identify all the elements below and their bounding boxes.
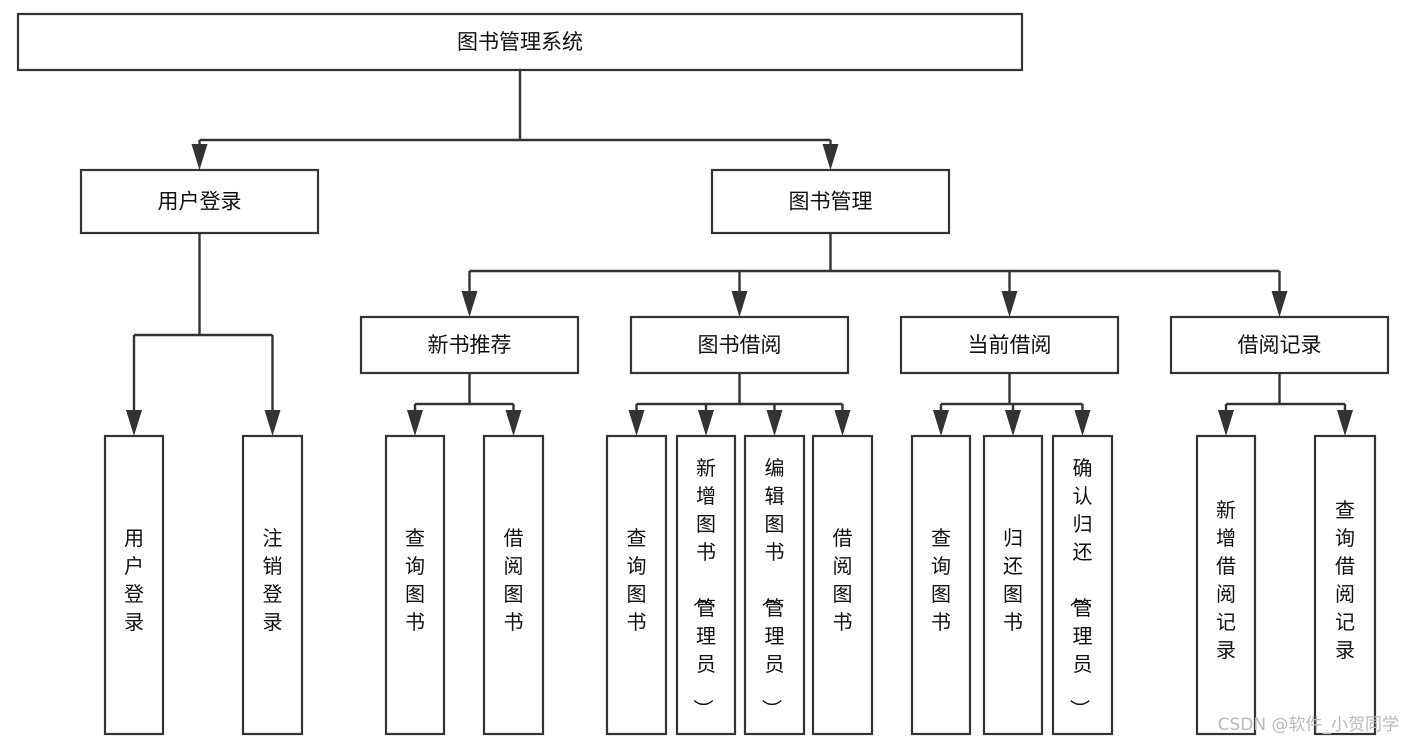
node-root[interactable]: 图书管理系统 <box>16 12 1024 72</box>
node-user-login-do[interactable]: 用户登录 <box>103 434 165 736</box>
node-label-user-login-do: 用户登录 <box>124 526 144 634</box>
node-label-confirm-return: 确认归还（管理员） <box>1068 456 1093 719</box>
node-confirm-return[interactable]: 确认归还（管理员） <box>1051 434 1114 736</box>
node-label-borrow-book-1: 借阅图书 <box>504 526 524 634</box>
nodes-layer: 图书管理系统用户登录图书管理用户登录注销登录新书推荐查询图书借阅图书图书借阅查询… <box>16 12 1390 736</box>
node-borrow-book-1[interactable]: 借阅图书 <box>482 434 545 736</box>
node-box-query-borrow-record <box>1313 434 1377 736</box>
node-label-root: 图书管理系统 <box>457 30 583 54</box>
node-box-query-book-2 <box>605 434 668 736</box>
node-label-new-book-recommend: 新书推荐 <box>428 333 512 357</box>
node-label-query-book-2: 查询图书 <box>627 526 647 634</box>
node-box-borrow-book-2 <box>811 434 874 736</box>
node-label-query-borrow-record: 查询借阅记录 <box>1335 498 1355 662</box>
node-box-query-book-3 <box>910 434 972 736</box>
node-query-book-2[interactable]: 查询图书 <box>605 434 668 736</box>
node-query-book-1[interactable]: 查询图书 <box>384 434 446 736</box>
node-box-query-book-1 <box>384 434 446 736</box>
node-label-add-borrow-record: 新增借阅记录 <box>1216 498 1236 662</box>
node-borrow-record[interactable]: 借阅记录 <box>1169 315 1390 375</box>
node-label-user-logout: 注销登录 <box>263 526 283 634</box>
node-return-book[interactable]: 归还图书 <box>982 434 1044 736</box>
node-box-borrow-book-1 <box>482 434 545 736</box>
node-box-edit-book <box>743 434 806 736</box>
node-box-user-login-do <box>103 434 165 736</box>
node-user-logout[interactable]: 注销登录 <box>241 434 304 736</box>
node-label-borrow-record: 借阅记录 <box>1238 333 1322 357</box>
node-box-root <box>16 12 1024 72</box>
node-box-add-borrow-record <box>1195 434 1257 736</box>
node-label-borrow-book-2: 借阅图书 <box>833 526 853 634</box>
node-box-confirm-return <box>1051 434 1114 736</box>
csdn-watermark: CSDN @软件_小贺同学 <box>1218 715 1399 735</box>
node-query-borrow-record[interactable]: 查询借阅记录 <box>1313 434 1377 736</box>
node-label-edit-book: 编辑图书（管理员） <box>760 456 785 719</box>
node-add-borrow-record[interactable]: 新增借阅记录 <box>1195 434 1257 736</box>
node-label-add-book: 新增图书（管理员） <box>691 456 716 719</box>
node-box-book-manage <box>710 168 951 235</box>
node-current-borrow[interactable]: 当前借阅 <box>899 315 1120 375</box>
node-borrow-book-2[interactable]: 借阅图书 <box>811 434 874 736</box>
node-label-book-manage: 图书管理 <box>789 190 873 214</box>
node-box-user-logout <box>241 434 304 736</box>
connectors-layer <box>126 70 1353 436</box>
node-edit-book[interactable]: 编辑图书（管理员） <box>743 434 806 736</box>
node-box-current-borrow <box>899 315 1120 375</box>
node-book-borrow[interactable]: 图书借阅 <box>629 315 850 375</box>
node-label-current-borrow: 当前借阅 <box>968 333 1052 357</box>
node-box-book-borrow <box>629 315 850 375</box>
node-book-manage[interactable]: 图书管理 <box>710 168 951 235</box>
node-box-new-book-recommend <box>359 315 580 375</box>
node-label-user-login: 用户登录 <box>158 190 242 214</box>
node-new-book-recommend[interactable]: 新书推荐 <box>359 315 580 375</box>
node-add-book[interactable]: 新增图书（管理员） <box>675 434 737 736</box>
node-label-query-book-3: 查询图书 <box>931 526 951 634</box>
node-label-return-book: 归还图书 <box>1003 526 1023 634</box>
node-box-return-book <box>982 434 1044 736</box>
node-label-query-book-1: 查询图书 <box>405 526 425 634</box>
node-user-login[interactable]: 用户登录 <box>79 168 320 235</box>
node-box-borrow-record <box>1169 315 1390 375</box>
node-box-user-login <box>79 168 320 235</box>
node-label-book-borrow: 图书借阅 <box>698 333 782 357</box>
node-box-add-book <box>675 434 737 736</box>
node-query-book-3[interactable]: 查询图书 <box>910 434 972 736</box>
